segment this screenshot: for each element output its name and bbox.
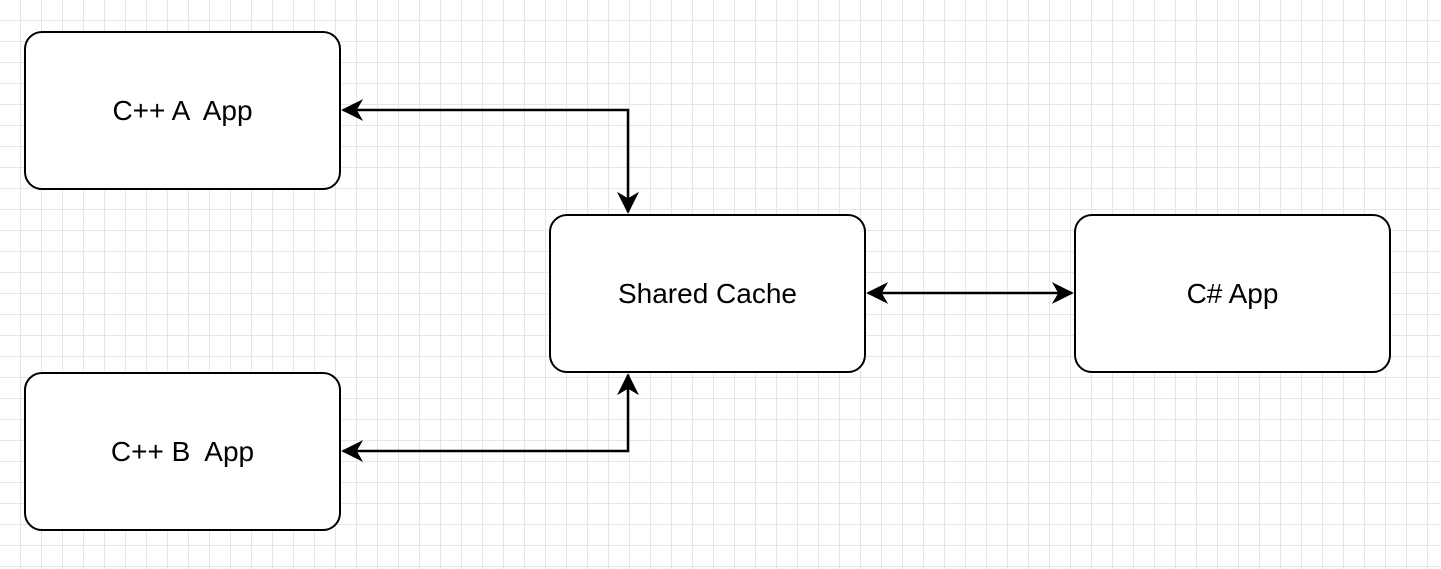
node-label: Shared Cache (617, 277, 797, 309)
node-label: C++ B App (110, 435, 255, 467)
node-csharp-app[interactable]: C# App (1074, 214, 1391, 373)
node-label: C++ A App (112, 94, 253, 126)
connector-cpp-b-to-cache[interactable] (341, 373, 639, 462)
node-label: C# App (1186, 277, 1279, 309)
connector-cpp-a-to-cache[interactable] (341, 99, 639, 214)
node-cpp-a-app[interactable]: C++ A App (24, 31, 341, 190)
node-cpp-b-app[interactable]: C++ B App (24, 372, 341, 531)
node-shared-cache[interactable]: Shared Cache (549, 214, 866, 373)
